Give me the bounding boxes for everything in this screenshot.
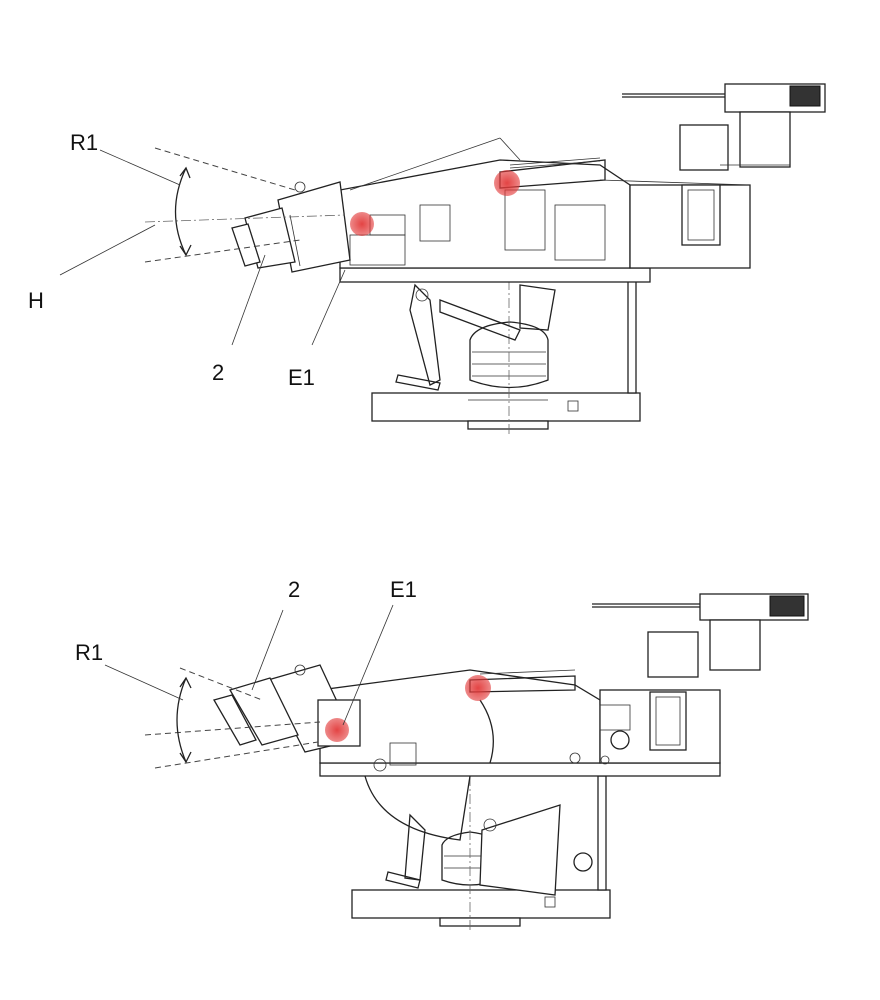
support-column bbox=[385, 775, 607, 930]
figure-bottom: R1 2 E1 bbox=[75, 577, 809, 930]
main-platform bbox=[339, 137, 751, 283]
label-h: H bbox=[28, 288, 44, 313]
pivot-marker bbox=[350, 212, 374, 236]
label-r1: R1 bbox=[75, 640, 103, 665]
angle-lines-top bbox=[144, 147, 346, 263]
main-platform bbox=[319, 669, 721, 841]
label-2: 2 bbox=[212, 360, 224, 385]
pivot-marker bbox=[325, 718, 349, 742]
angle-lines-bottom bbox=[144, 667, 321, 769]
support-column bbox=[469, 279, 637, 435]
base-plinth bbox=[371, 392, 641, 430]
weapon-station bbox=[592, 593, 809, 751]
pivot-marker bbox=[494, 170, 520, 196]
base-plinth bbox=[351, 889, 611, 927]
label-e1: E1 bbox=[390, 577, 417, 602]
label-e1: E1 bbox=[288, 365, 315, 390]
label-2: 2 bbox=[288, 577, 300, 602]
figure-top: R1 H 2 E1 bbox=[28, 83, 826, 435]
pivot-marker bbox=[465, 675, 491, 701]
linkage-legs bbox=[395, 283, 556, 391]
label-r1: R1 bbox=[70, 130, 98, 155]
weapon-station bbox=[622, 83, 826, 246]
sight-assembly bbox=[231, 181, 351, 273]
